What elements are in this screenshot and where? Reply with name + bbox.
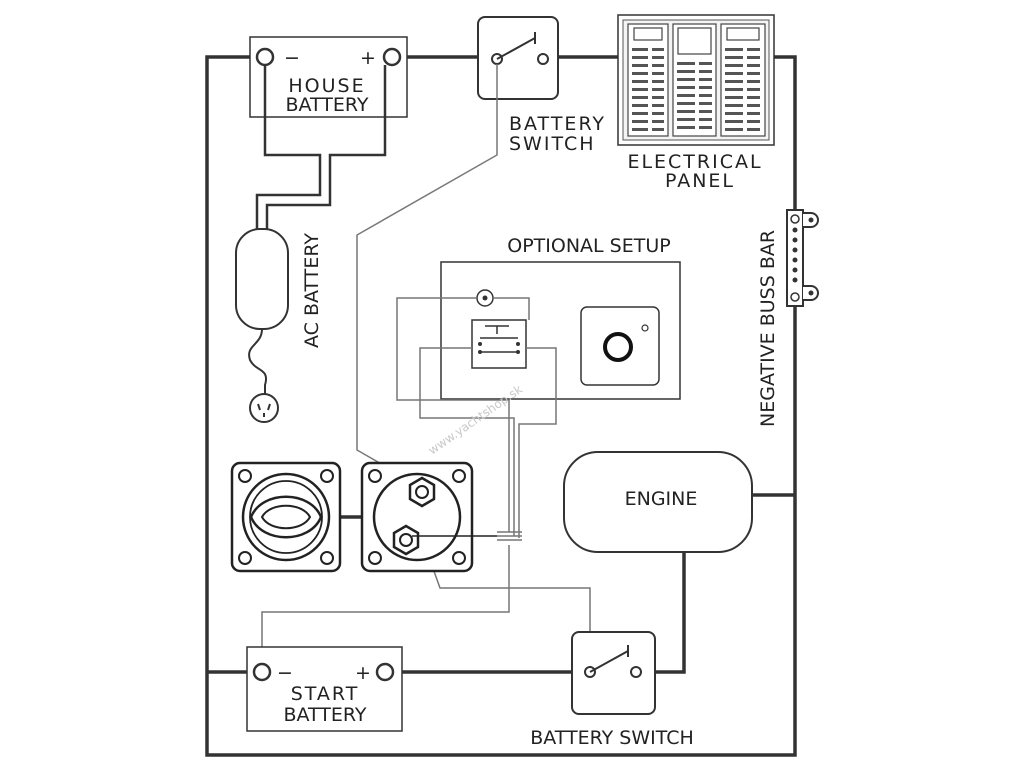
ac-battery-label: AC BATTERY — [301, 233, 323, 348]
breaker-rows — [632, 48, 760, 131]
start-battery-negative-terminal — [252, 662, 272, 682]
house-battery-minus-sign: − — [284, 47, 300, 69]
battery-switch-bottom: BATTERY SWITCH — [530, 631, 694, 749]
start-battery: − + START BATTERY — [246, 646, 403, 732]
house-battery-positive-terminal — [382, 47, 402, 67]
electrical-panel-label-2: PANEL — [665, 170, 735, 192]
signal-wires — [261, 64, 591, 664]
negative-buss-bar: NEGATIVE BUSS BAR — [757, 209, 819, 427]
electrical-panel: ELECTRICAL PANEL — [617, 14, 775, 192]
start-battery-minus-sign: − — [277, 662, 293, 684]
engine: ENGINE — [563, 451, 753, 553]
electrical-panel-label-1: ELECTRICAL — [627, 151, 762, 173]
battery-switch-top-label-2: SWITCH — [509, 133, 596, 155]
ac-battery-charger: AC BATTERY — [235, 228, 323, 423]
battery-switch-top-label-1: BATTERY — [509, 113, 606, 135]
optional-setup-label: OPTIONAL SETUP — [507, 235, 670, 257]
start-battery-plus-sign: + — [355, 662, 371, 684]
house-battery-label-1: HOUSE — [288, 75, 365, 97]
start-battery-label-2: BATTERY — [283, 704, 366, 726]
start-battery-positive-terminal — [375, 662, 395, 682]
house-battery-negative-terminal — [255, 47, 275, 67]
negative-buss-bar-label: NEGATIVE BUSS BAR — [757, 230, 779, 427]
house-battery: − + HOUSE BATTERY — [249, 36, 408, 118]
optional-setup: OPTIONAL SETUP — [440, 235, 681, 400]
engine-label: ENGINE — [625, 488, 698, 510]
battery-selector-switch — [360, 461, 497, 573]
house-to-ac-wires — [255, 65, 387, 233]
ac-plug-icon — [249, 393, 279, 423]
battery-switch-top: BATTERY SWITCH — [477, 16, 606, 155]
battery-switch-bottom-label: BATTERY SWITCH — [530, 727, 694, 749]
battery-guard — [230, 461, 342, 573]
house-battery-label-2: BATTERY — [285, 94, 368, 116]
house-battery-plus-sign: + — [360, 47, 376, 69]
start-battery-label-1: START — [291, 683, 360, 705]
